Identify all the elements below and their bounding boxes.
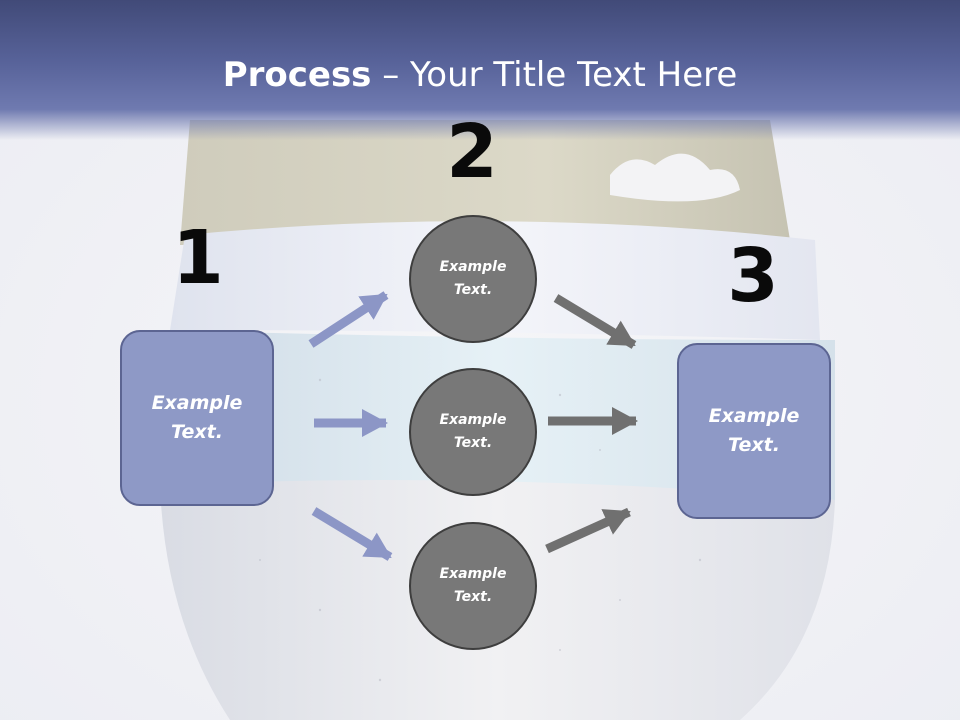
circle-top-text: Example Text. — [439, 259, 507, 298]
circle-bottom: Example Text. — [409, 522, 537, 650]
arrow-from-circle-top — [553, 294, 637, 349]
end-box: Example Text. — [677, 343, 831, 519]
circle-top: Example Text. — [409, 215, 537, 343]
title-rest-part: – Your Title Text Here — [371, 55, 738, 95]
start-box: Example Text. — [120, 330, 274, 506]
arrow-to-circle-top — [308, 291, 389, 348]
title-bold-part: Process — [222, 55, 372, 95]
arrow-from-circle-bottom — [545, 507, 631, 554]
step-number-2: 2 — [446, 109, 498, 195]
slide-title: Process – Your Title Text Here — [0, 52, 960, 98]
title-band — [0, 0, 960, 140]
start-box-text: Example Text. — [151, 392, 243, 443]
end-box-text: Example Text. — [708, 405, 800, 456]
step-number-1: 1 — [172, 215, 224, 301]
arrow-to-circle-bottom — [311, 507, 393, 561]
circle-bottom-text: Example Text. — [439, 566, 507, 605]
circle-middle-text: Example Text. — [439, 412, 507, 451]
circle-middle: Example Text. — [409, 368, 537, 496]
step-number-3: 3 — [727, 233, 779, 319]
